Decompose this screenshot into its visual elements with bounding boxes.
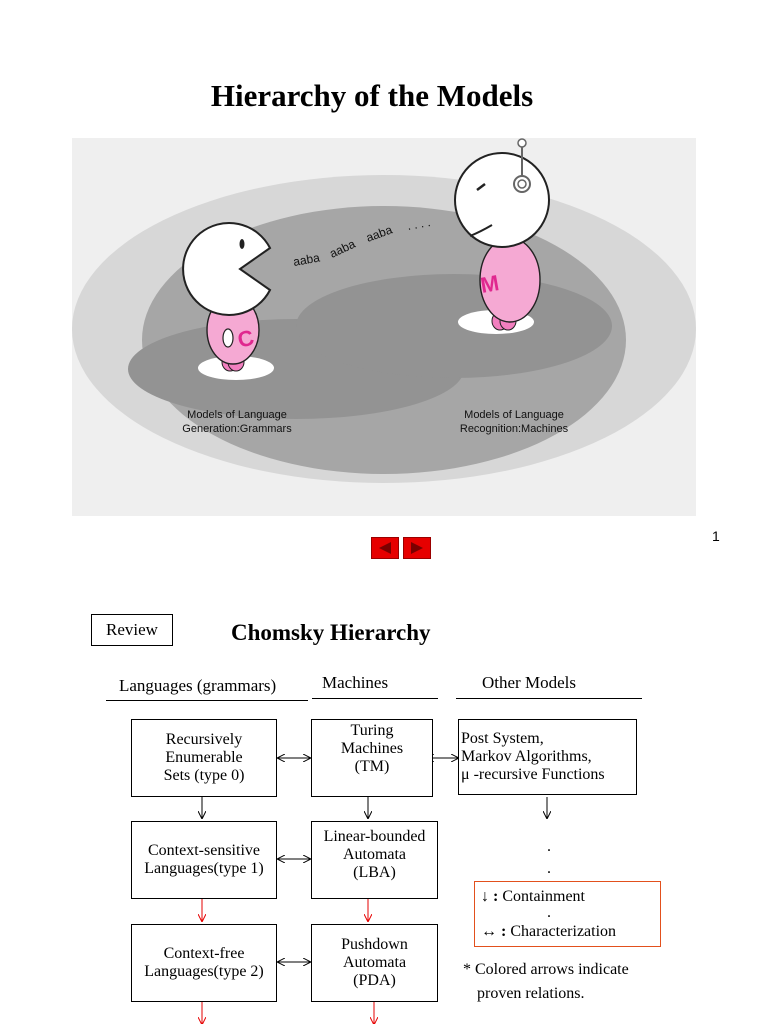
- language-box-type0: Recursively Enumerable Sets (type 0): [131, 719, 277, 797]
- language-type0-line-1: Recursively: [165, 731, 243, 748]
- triangle-left-icon: [379, 542, 391, 554]
- speech-ellipsis: . . . .: [406, 215, 431, 233]
- other-model-markov: Markov Algorithms,: [461, 748, 592, 765]
- language-type0-line-2: Enumerable: [165, 749, 243, 766]
- language-box-type2: Context-free Languages(type 2): [131, 924, 277, 1002]
- machine-lba-line-2: Automata: [342, 846, 407, 863]
- language-type0-line-3: Sets (type 0): [163, 767, 245, 784]
- machine-caption-line-1: Models of Language: [464, 409, 564, 421]
- machine-tm-line-2: Machines: [340, 740, 404, 757]
- other-model-post-system: Post System,: [461, 730, 544, 747]
- ellipsis-dot-3: .: [547, 904, 551, 921]
- colored-arrows-note: * Colored arrows indicate proven relatio…: [463, 958, 629, 1006]
- machine-letter: M: [479, 270, 501, 298]
- column-header-other-models: Other Models: [482, 673, 576, 692]
- language-type1-line-1: Context-sensitive: [148, 842, 260, 859]
- previous-slide-button[interactable]: [371, 537, 399, 559]
- column-header-machines: Machines: [322, 673, 389, 692]
- illustration-graphic: C M aaba aaba aaba . . . . Models of Lan…: [72, 138, 696, 483]
- machine-pda-line-1: Pushdown: [341, 936, 408, 953]
- machine-box-tm: Turing Machines (TM): [311, 719, 433, 797]
- legend-containment: ↓ : Containment: [481, 888, 585, 906]
- grammar-caption-line-1: Models of Language: [187, 409, 287, 421]
- legend-containment-label: Containment: [502, 888, 585, 905]
- machine-box-pda: Pushdown Automata (PDA): [311, 924, 438, 1002]
- ellipsis-dot-1: .: [547, 838, 551, 855]
- column-rule-other-models: [456, 698, 642, 699]
- note-line-2: proven relations.: [477, 985, 585, 1002]
- down-arrow-icon: ↓ :: [481, 888, 499, 905]
- machine-box-lba: Linear-bounded Automata (LBA): [311, 821, 438, 899]
- machine-tm-line-3: (TM): [354, 758, 390, 775]
- other-models-box: Post System, Markov Algorithms, μ -recur…: [458, 719, 637, 795]
- ellipsis-dot-2: .: [547, 860, 551, 877]
- speech-word-1: aaba: [292, 250, 321, 268]
- page-number: 1: [712, 528, 720, 544]
- next-slide-button[interactable]: [403, 537, 431, 559]
- legend-characterization: ↔ : Characterization: [481, 923, 616, 941]
- machine-lba-line-1: Linear-bounded: [323, 828, 426, 845]
- arrow-legend: ↓ : Containment ↔ : Characterization: [474, 881, 661, 947]
- machine-caption-line-2: Recognition:Machines: [460, 423, 569, 435]
- machine-character: [454, 138, 550, 331]
- column-rule-machines: [312, 698, 438, 699]
- chomsky-hierarchy-title: Chomsky Hierarchy: [231, 620, 431, 645]
- note-line-1: * Colored arrows indicate: [463, 961, 629, 978]
- triangle-right-icon: [411, 542, 423, 554]
- language-type2-line-1: Context-free: [163, 945, 245, 962]
- column-header-languages: Languages (grammars): [119, 676, 277, 695]
- left-right-arrow-icon: ↔ :: [481, 923, 507, 940]
- review-label: Review: [91, 614, 173, 646]
- language-type1-line-2: Languages(type 1): [144, 860, 264, 877]
- slide-title: Hierarchy of the Models: [210, 78, 534, 113]
- legend-characterization-label: Characterization: [510, 923, 617, 940]
- column-rule-languages: [106, 700, 308, 701]
- machine-pda-line-2: Automata: [342, 954, 407, 971]
- machine-tm-line-1: Turing: [350, 722, 394, 739]
- models-illustration: C M aaba aaba aaba . . . . Models of Lan…: [72, 138, 696, 516]
- grammar-caption-line-2: Generation:Grammars: [182, 423, 292, 435]
- language-box-type1: Context-sensitive Languages(type 1): [131, 821, 277, 899]
- grammar-letter: C: [235, 325, 257, 353]
- machine-lba-line-3: (LBA): [353, 864, 396, 881]
- other-model-mu-recursive: μ -recursive Functions: [461, 766, 605, 783]
- grammar-character: [182, 222, 272, 372]
- language-type2-line-2: Languages(type 2): [144, 963, 264, 980]
- machine-pda-line-3: (PDA): [353, 972, 396, 989]
